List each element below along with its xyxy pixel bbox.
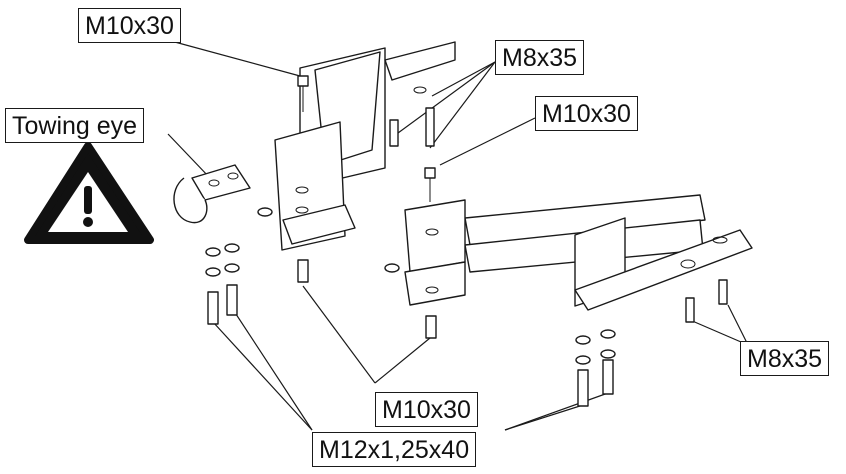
- left-bracket-foot: [282, 204, 356, 245]
- towing-eye-part: [173, 164, 251, 224]
- left-bracket-upper-arm: [384, 41, 456, 81]
- label-bolt-bottom-right: M8x35: [740, 341, 830, 376]
- right-bracket-assembly: [404, 194, 753, 311]
- label-bolt-bottom-center: M10x30: [375, 392, 478, 427]
- label-bolt-top-center: M10x30: [535, 96, 638, 131]
- bolts: [205, 75, 728, 407]
- label-bolt-bottom: M12x1,25x40: [312, 432, 477, 467]
- label-bolt-top-right-pair: M8x35: [495, 40, 585, 75]
- label-bolt-top-left: M10x30: [78, 8, 181, 43]
- right-bracket-bar: [464, 194, 706, 246]
- right-bracket-channel: [404, 199, 466, 273]
- right-bracket-flange: [574, 229, 753, 311]
- left-bracket-assembly: [274, 41, 456, 251]
- leader-lines: [159, 37, 749, 431]
- warning-triangle-icon: [24, 142, 154, 244]
- label-towing-eye: Towing eye: [5, 108, 145, 143]
